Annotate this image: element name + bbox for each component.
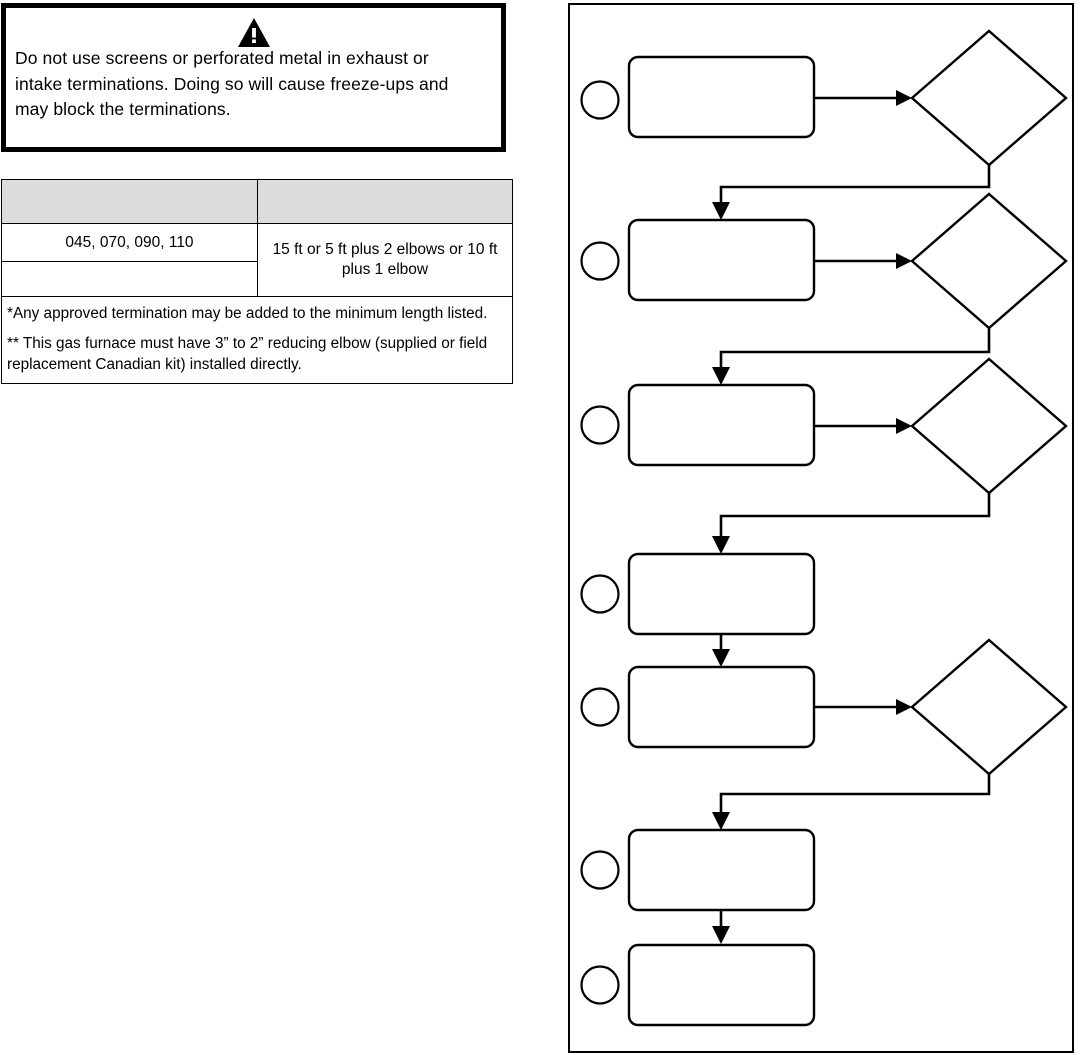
arrowhead-diamond3-to-box4 [712,536,730,554]
step-bullet-circle-4 [580,574,620,614]
table-footnotes: *Any approved termination may be added t… [1,296,513,384]
warning-text-line-2: intake terminations. Doing so will cause… [15,73,449,94]
table-cell-model-values: 045, 070, 090, 110 [1,223,258,262]
process-box-2 [627,218,816,302]
warning-text-line-1: Do not use screens or perforated metal i… [15,48,429,68]
step-bullet-circle-1 [580,80,620,120]
warning-triangle-icon [237,17,271,48]
warning-callout: Do not use screens or perforated metal i… [1,3,506,152]
warning-text-line-3: may block the terminations. [15,99,231,119]
step-bullet-circle-3 [580,405,620,445]
process-box-7 [627,943,816,1027]
vent-length-table: 045, 070, 090, 110 15 ft or 5 ft plus 2 … [1,179,513,384]
process-box-5 [627,665,816,749]
step-bullet-circle-7 [580,965,620,1005]
table-header-cell-length [257,179,513,224]
flowchart-diagram [580,29,1068,1027]
arrowhead-box1-to-diamond1 [896,90,912,106]
table-header-row [1,179,513,224]
left-column: Do not use screens or perforated metal i… [0,0,515,1055]
table-footnote-1: *Any approved termination may be added t… [7,305,488,322]
arrowhead-box5-to-diamond4 [896,699,912,715]
warning-icon-wrap [6,8,501,48]
warning-text: Do not use screens or perforated metal i… [6,46,501,123]
decision-diamond-4 [910,638,1068,776]
decision-diamond-1 [910,29,1068,167]
table-footnote-row: *Any approved termination may be added t… [1,296,513,384]
decision-diamond-2 [910,192,1068,330]
table-cell-length-value: 15 ft or 5 ft plus 2 elbows or 10 ft plu… [257,223,513,297]
flowchart-panel [568,3,1074,1053]
table-header-cell-model [1,179,258,224]
step-bullet-circle-6 [580,850,620,890]
connector-diamond2-to-box3 [719,328,991,370]
arrowhead-diamond2-to-box3 [712,367,730,385]
connector-diamond3-to-box4 [719,493,991,539]
arrowhead-diamond1-to-box2 [712,202,730,220]
step-bullet-circle-5 [580,687,620,727]
table-row: 045, 070, 090, 110 15 ft or 5 ft plus 2 … [1,223,513,297]
decision-diamond-3 [910,357,1068,495]
arrowhead-box2-to-diamond2 [896,253,912,269]
connector-diamond1-to-box2 [719,165,991,205]
step-bullet-circle-2 [580,241,620,281]
arrowhead-box6-to-box7 [712,926,730,944]
table-footnote-2: ** This gas furnace must have 3” to 2” r… [7,335,488,373]
table-cell-model-blank [1,261,258,297]
arrowhead-diamond4-to-box6 [712,812,730,830]
process-box-3 [627,383,816,467]
process-box-4 [627,552,816,636]
connector-diamond4-to-box6 [719,774,991,815]
process-box-1 [627,55,816,139]
process-box-6 [627,828,816,912]
arrowhead-box4-to-box5 [712,649,730,667]
arrowhead-box3-to-diamond3 [896,418,912,434]
